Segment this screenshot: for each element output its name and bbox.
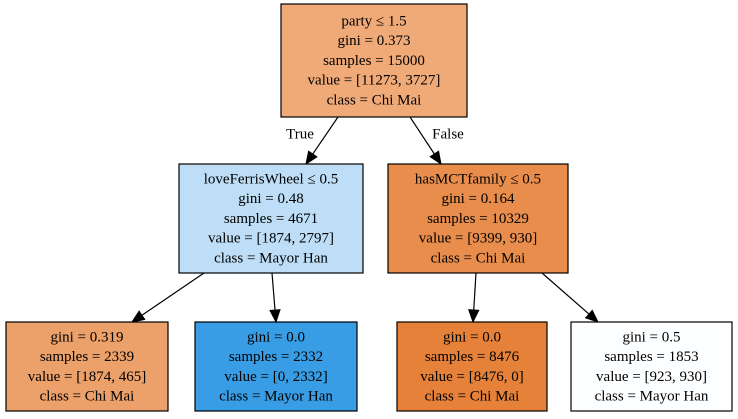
edge-root-left: True (286, 116, 339, 166)
node-box (387, 163, 569, 274)
nodes-layer: party ≤ 1.5 gini = 0.373 samples = 15000 va… (5, 3, 733, 412)
node-line: samples = 2332 (229, 349, 323, 365)
node-line: loveFerrisWheel ≤ 0.5 (204, 172, 338, 188)
node-line: party ≤ 1.5 (341, 14, 406, 30)
node-line: class = Mayor Han (219, 388, 333, 404)
tree-node-left: loveFerrisWheel ≤ 0.5 gini = 0.48 samples … (178, 163, 364, 274)
node-line: samples = 8476 (425, 349, 520, 365)
node-line: samples = 10329 (427, 211, 529, 227)
node-line: gini = 0.5 (622, 329, 680, 345)
node-box (570, 321, 733, 412)
node-line: value = [1874, 465] (28, 369, 146, 385)
node-line: value = [9399, 930] (419, 231, 537, 247)
edge-left-ll (130, 272, 205, 323)
tree-node-ll: gini = 0.319 samples = 2339 value = [1874,… (5, 321, 169, 412)
edge-right-rl (468, 272, 480, 324)
edge-left-lr (269, 272, 281, 324)
node-line: value = [1874, 2797] (208, 231, 334, 247)
node-line: gini = 0.48 (238, 191, 304, 207)
node-line: value = [11273, 3727] (308, 73, 441, 89)
node-line: class = Mayor Han (595, 388, 709, 404)
node-line: hasMCTfamily ≤ 0.5 (415, 172, 541, 188)
node-line: class = Mayor Han (214, 250, 328, 266)
node-line: samples = 15000 (323, 53, 425, 69)
node-box (178, 163, 364, 274)
arrowhead (305, 150, 318, 166)
tree-node-rl: gini = 0.0 samples = 8476 value = [8476, 0… (396, 321, 548, 412)
tree-node-right: hasMCTfamily ≤ 0.5 gini = 0.164 samples = … (387, 163, 569, 274)
arrowhead (130, 310, 146, 323)
node-line: samples = 2339 (40, 349, 134, 365)
tree-node-root: party ≤ 1.5 gini = 0.373 samples = 15000 va… (280, 3, 468, 118)
node-line: class = Chi Mai (425, 388, 520, 404)
node-line: gini = 0.373 (337, 33, 410, 49)
tree-node-lr: gini = 0.0 samples = 2332 value = [0, 2332… (194, 321, 358, 412)
node-line: value = [0, 2332] (224, 369, 327, 385)
edge-line (409, 116, 435, 155)
edge-label-false: False (432, 126, 464, 142)
node-line: samples = 1853 (604, 349, 698, 365)
tree-node-rr: gini = 0.5 samples = 1853 value = [923, 93… (570, 321, 733, 412)
node-line: class = Chi Mai (40, 388, 135, 404)
node-line: samples = 4671 (224, 211, 318, 227)
node-box (5, 321, 169, 412)
node-line: value = [8476, 0] (420, 369, 523, 385)
edge-line (312, 116, 339, 155)
arrowhead (584, 309, 599, 323)
edge-line (541, 272, 590, 315)
node-line: value = [923, 930] (596, 369, 707, 385)
node-line: gini = 0.0 (443, 329, 501, 345)
edge-label-true: True (286, 126, 314, 142)
edge-line (271, 272, 276, 311)
node-line: gini = 0.0 (247, 329, 305, 345)
edge-line (141, 272, 205, 316)
node-line: class = Chi Mai (327, 92, 422, 108)
node-line: gini = 0.164 (441, 191, 515, 207)
node-box (396, 321, 548, 412)
arrowhead (269, 309, 281, 324)
arrowhead (468, 309, 480, 324)
node-box (280, 3, 468, 118)
edge-right-rr (541, 272, 599, 323)
edge-root-right: False (409, 116, 464, 166)
node-box (194, 321, 358, 412)
node-line: gini = 0.319 (50, 329, 123, 345)
edges-layer: True False (130, 116, 599, 324)
arrowhead (429, 150, 442, 166)
node-line: class = Chi Mai (431, 250, 526, 266)
edge-line (473, 272, 477, 311)
